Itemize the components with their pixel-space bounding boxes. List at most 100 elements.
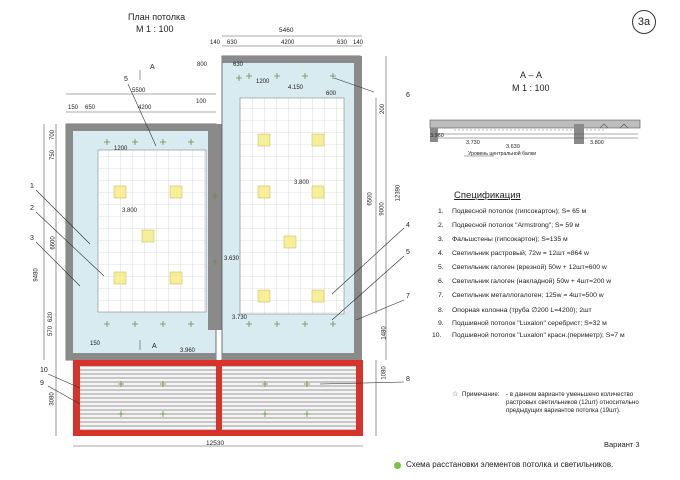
dim-150: 150 [90, 341, 101, 347]
dim-left-5500: 5500 [132, 88, 146, 94]
spec-item: 3. Фальшстены (гипсокартон); S=135 м [438, 236, 568, 243]
dimension-lines [43, 35, 387, 447]
dim-9000: 9000 [379, 202, 386, 216]
note-label: Примечание: [462, 391, 500, 398]
spec-item: 10. Подшивной потолок "Luxalon" красн.(пе… [432, 332, 625, 339]
spec-item: 9. Подшивной потолок "Luxalon" серебрист;… [438, 320, 607, 327]
dim-3800b: 3.800 [294, 180, 310, 186]
dim-750: 750 [50, 149, 57, 161]
spec-item: 2. Подвесной потолок "Armstrong"; S= 59 м [438, 222, 580, 229]
dim-800: 800 [197, 62, 208, 68]
spec-number: 6. [438, 278, 444, 285]
dim-top-140: 140 [210, 40, 221, 46]
dim-top-630b: 630 [337, 40, 348, 46]
note-star-icon: ☆ [452, 391, 459, 398]
dim-6600: 6600 [50, 236, 57, 250]
dim-12390: 12390 [395, 184, 402, 202]
spec-number: 5. [438, 264, 444, 271]
dim-1200a: 1200 [256, 79, 270, 85]
spec-number: 9. [438, 320, 444, 327]
spec-text: Подвесной потолок "Armstrong"; S= 59 м [452, 222, 580, 229]
dim-3630: 3.630 [224, 256, 240, 262]
dim-3800a: 3.800 [122, 208, 138, 214]
variant-label: Вариант 3 [604, 440, 640, 449]
spec-text: Подвесной потолок (гипсокартон); S= 65 м [452, 208, 587, 215]
spec-text: Подшивной потолок "Luxalon" серебрист; S… [452, 320, 607, 327]
callout-9: 9 [40, 380, 44, 387]
section-beam-label: Уровень центральной балки [468, 151, 536, 157]
dim-630: 630 [233, 62, 244, 68]
dim-top-140b: 140 [353, 40, 364, 46]
plan-title: План потолка [128, 12, 186, 22]
spec-number: 4. [438, 250, 444, 257]
callout-3: 3 [30, 235, 34, 242]
halogen-lamps [104, 73, 336, 327]
left-room [65, 123, 217, 361]
spec-text: Фальшстены (гипсокартон); S=135 м [452, 236, 568, 243]
callout-7: 7 [406, 293, 410, 300]
callout-8: 8 [406, 376, 410, 383]
center-wall [208, 124, 222, 330]
spec-text: Светильник галоген (накладной) 50w + 4шт… [452, 278, 612, 285]
callout-4: 4 [406, 222, 410, 229]
spec-heading: Спецификация [454, 190, 521, 201]
section-scale: М 1 : 100 [512, 83, 550, 93]
section-dim-3630: 3.630 [506, 144, 520, 150]
plan-scale: М 1 : 100 [136, 24, 174, 34]
section-drawing [429, 119, 641, 157]
spec-number: 7. [438, 292, 444, 299]
dim-left-4200: 4200 [138, 105, 152, 111]
dim-top-630a: 630 [227, 40, 238, 46]
dim-200: 200 [380, 103, 387, 115]
callout-1: 1 [30, 183, 34, 190]
spec-item: 1. Подвесной потолок (гипсокартон); S= 65… [438, 208, 586, 215]
raster-lamps-left [113, 185, 183, 285]
dim-9480: 9480 [33, 268, 40, 282]
note-text: - в данном варианте уменьшено количество… [506, 391, 639, 414]
section-dim-3960: 3.960 [430, 133, 444, 139]
callout-leaders [35, 77, 405, 405]
dim-3960: 3.960 [180, 348, 196, 354]
spec-number: 3. [438, 236, 444, 243]
dim-620: 620 [48, 311, 55, 323]
dim-100: 100 [196, 99, 207, 105]
callout-5a: 5 [124, 76, 128, 83]
dim-total-width: 5460 [279, 27, 294, 34]
luxalon-ceiling [73, 360, 363, 436]
dim-3080: 3080 [49, 392, 56, 406]
dim-1200b: 1200 [114, 146, 128, 152]
dim-600: 600 [326, 91, 337, 97]
page-number-badge: 3а [632, 10, 656, 34]
spec-item: 5. Светильник галоген (врезной) 50w + 12ш… [438, 264, 607, 271]
dim-570: 570 [48, 325, 55, 337]
spec-item: 7.Светильник металлогалоген; 125w = 4шт=… [438, 292, 604, 299]
dim-1480: 1480 [381, 326, 388, 340]
callout-6: 6 [406, 92, 410, 99]
dim-top-4200: 4200 [281, 40, 295, 46]
spec-text: Опорная колонна (труба ∅200 L=4200); 2шт [452, 307, 592, 314]
spec-number: 1. [438, 208, 444, 215]
spec-number: 2. [438, 222, 444, 229]
spec-text: Подшивной потолок "Luxalon" красн.(перим… [452, 332, 625, 339]
callout-5b: 5 [406, 249, 410, 256]
section-mark-bottom: А [152, 343, 157, 350]
section-mark-top: А [150, 64, 155, 71]
dim-6500: 6500 [367, 192, 374, 206]
footer-caption: Схема расстановки элементов потолка и св… [406, 460, 614, 469]
spec-text: Светильник растровый; 72w = 12шт =864 w [452, 250, 589, 257]
section-dim-3800: 3.800 [590, 140, 604, 146]
section-dim-3730: 3.730 [466, 140, 480, 146]
raster-lamps-right [257, 133, 325, 303]
right-room [221, 55, 362, 361]
spec-item: 4. Светильник растровый; 72w = 12шт =864 … [438, 250, 589, 257]
callout-2: 2 [30, 205, 34, 212]
spec-item: 6. Светильник галоген (накладной) 50w + 4… [438, 278, 611, 285]
dim-4150: 4.150 [288, 85, 304, 91]
dim-700: 700 [50, 129, 57, 141]
spec-text: Светильник галоген (врезной) 50w + 12шт=… [452, 264, 607, 271]
bullet-icon [394, 462, 401, 469]
dim-left-650: 650 [85, 105, 96, 111]
spec-number: 10. [432, 332, 442, 339]
dim-total-bottom: 12530 [206, 440, 225, 447]
